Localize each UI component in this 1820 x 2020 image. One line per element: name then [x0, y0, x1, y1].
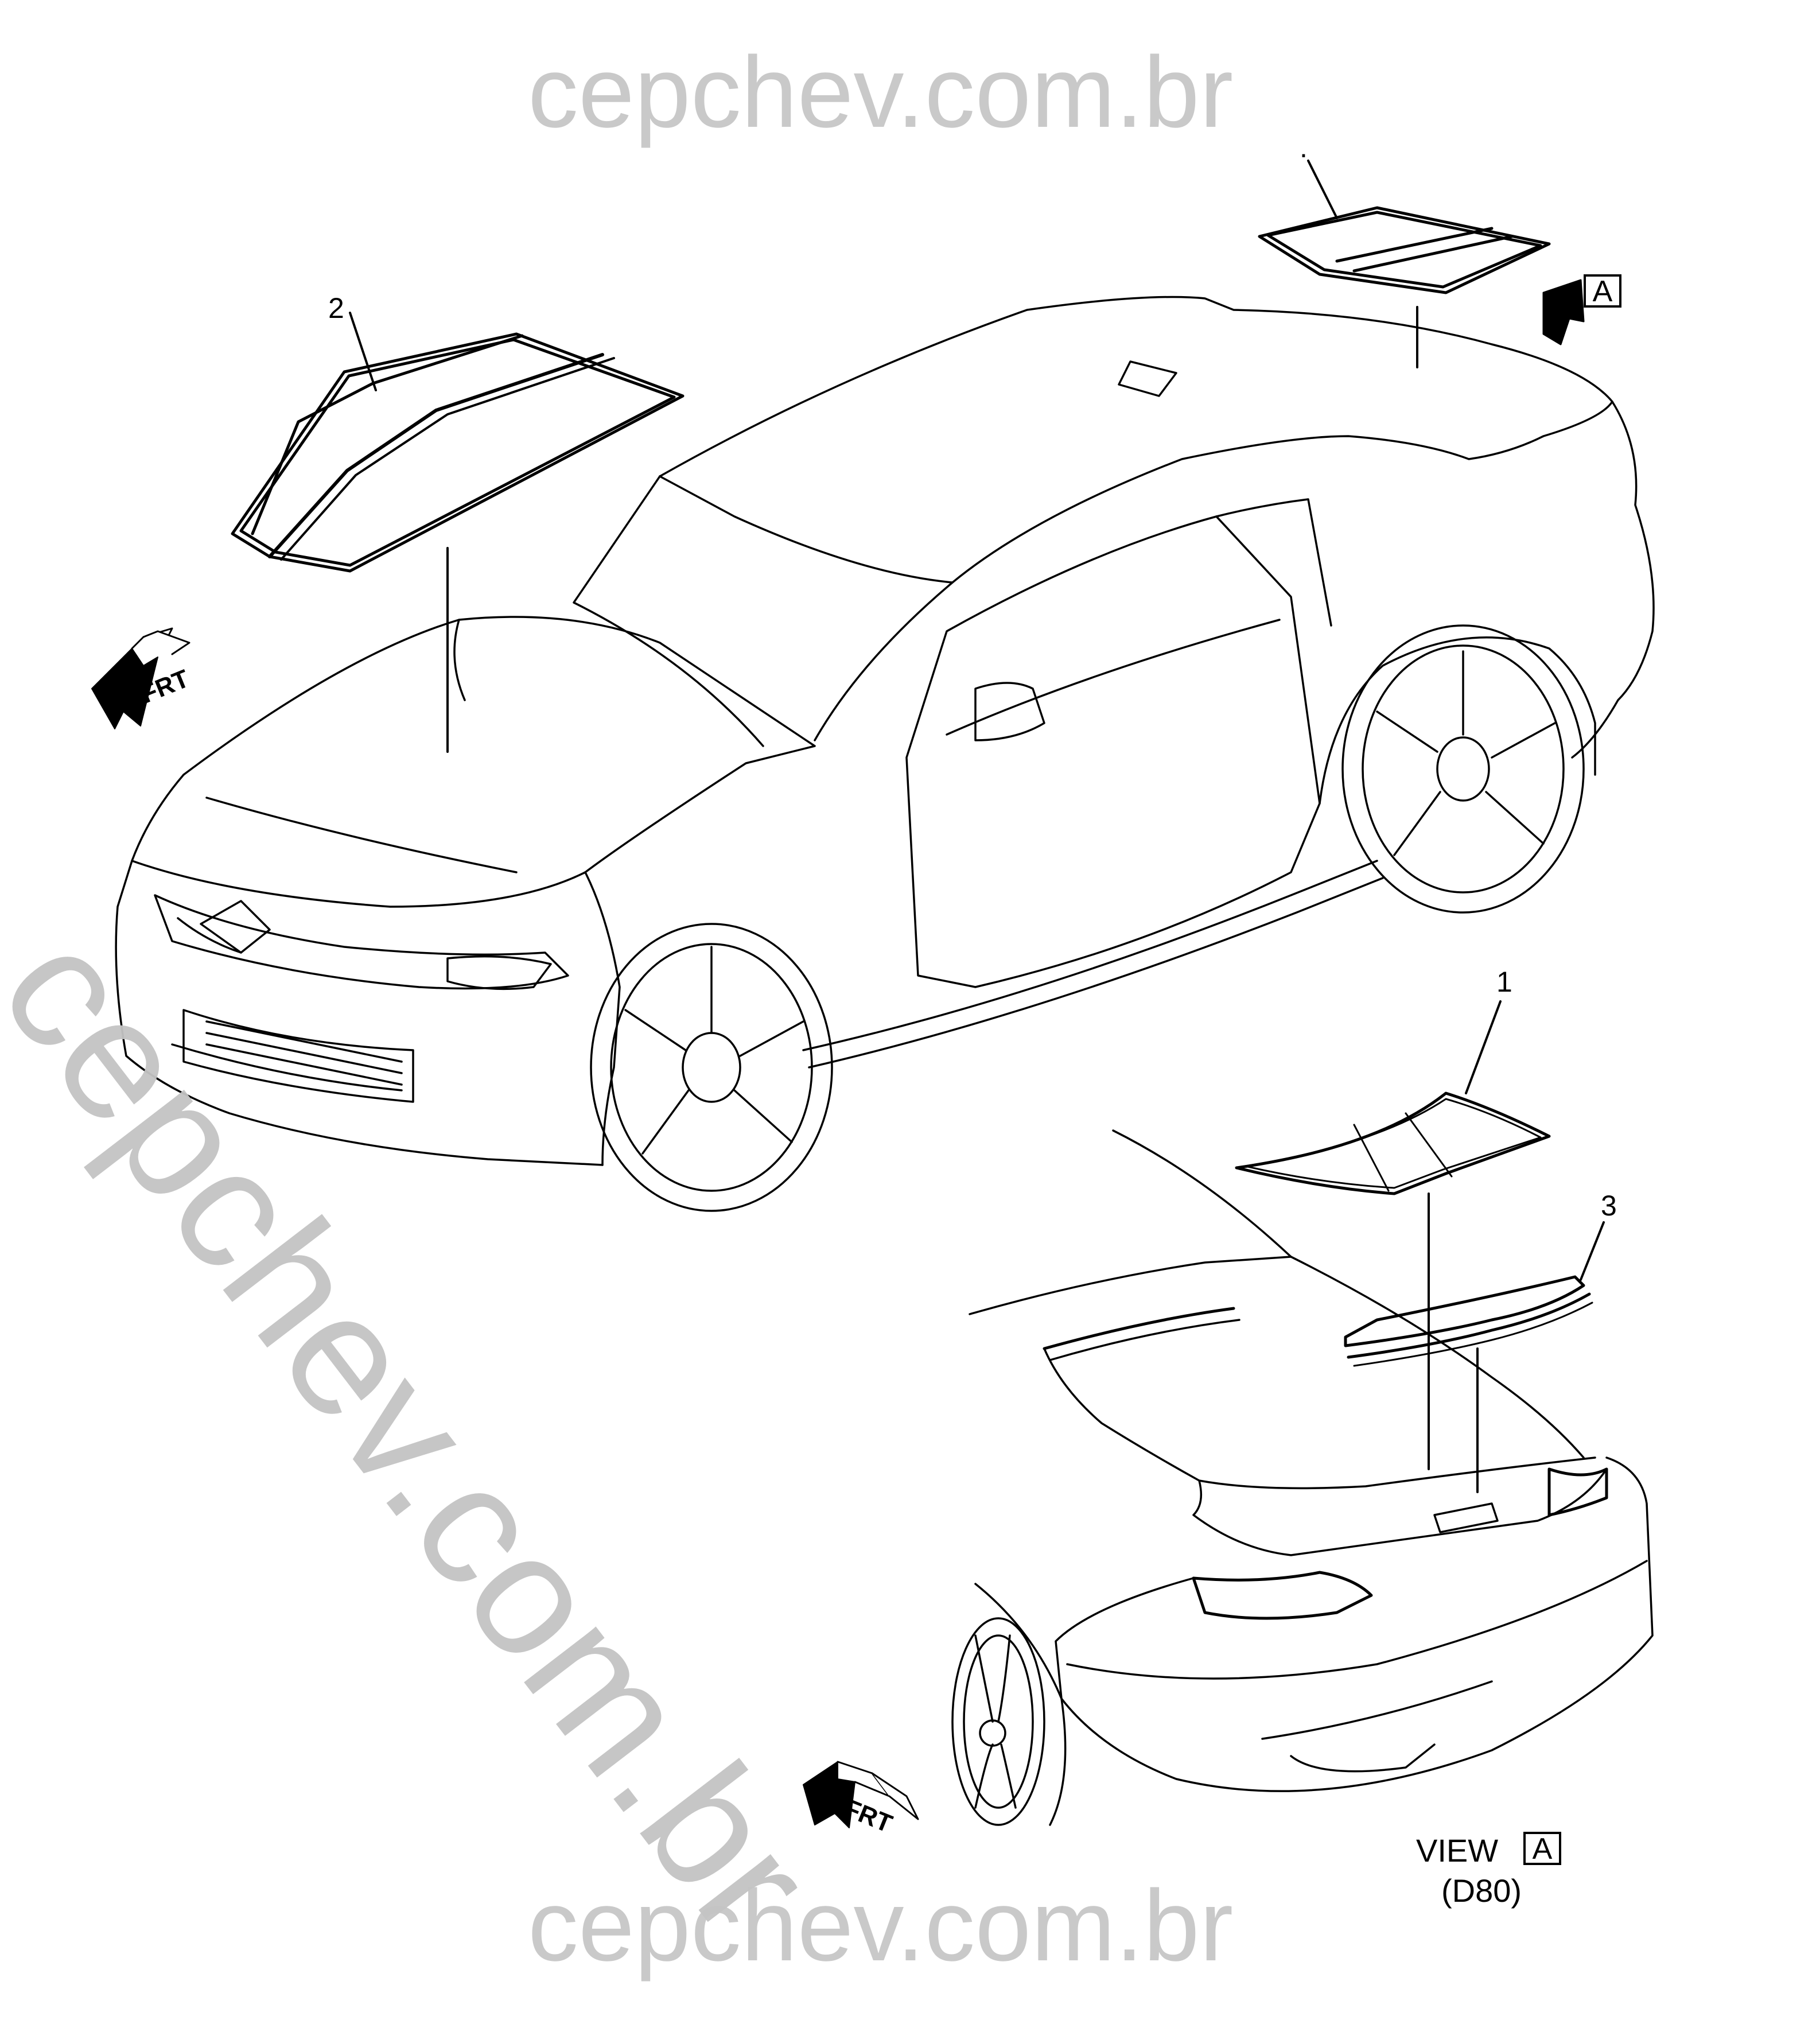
callout-3: 3	[1601, 1190, 1617, 1222]
roof-stripe-decal	[1258, 206, 1551, 294]
car-body-rear-view	[951, 1091, 1654, 1826]
view-letter-box: A	[1523, 1832, 1561, 1865]
view-code: (D80)	[1441, 1873, 1522, 1909]
callout-roof-stripe: .	[1300, 131, 1308, 164]
watermark-top: cepchev.com.br	[528, 36, 1234, 149]
leader-lines	[349, 160, 1605, 1493]
watermark-bottom: cepchev.com.br	[528, 1870, 1234, 1982]
frt-arrow-rear	[803, 1761, 919, 1828]
car-body-front-view	[115, 296, 1655, 1212]
hood-stripe-decal	[231, 332, 685, 573]
callout-2: 2	[328, 292, 344, 324]
view-a-arrow-label: A	[1584, 274, 1621, 308]
callout-1: 1	[1496, 966, 1512, 998]
frt-arrow-front	[91, 627, 190, 729]
view-label: VIEW	[1416, 1832, 1499, 1868]
view-a-arrow	[1542, 279, 1585, 345]
